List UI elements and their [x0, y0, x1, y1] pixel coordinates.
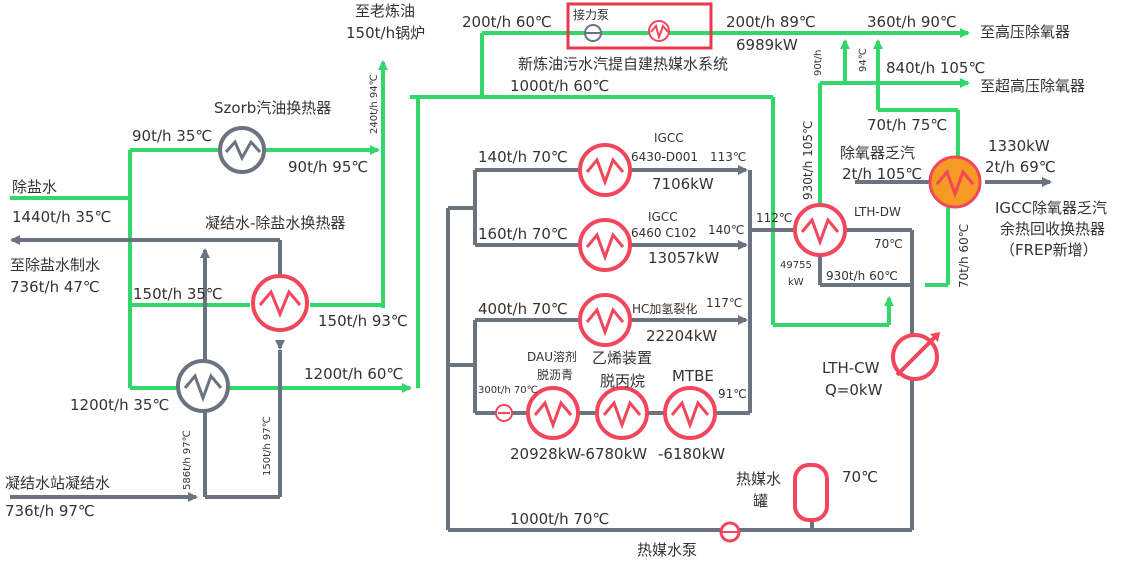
label-flow-300-70: 300t/h 70℃ [478, 385, 538, 396]
label-flow-150-97: 150t/h 97℃ [262, 416, 273, 476]
label-igcc1-name: IGCC [654, 131, 684, 145]
label-depropanizer: 脱丙烷 [600, 372, 645, 390]
label-power-1330: 1330kW [988, 137, 1050, 155]
dau-pump-icon [495, 404, 513, 422]
label-flow-240-94: 240t/h 94℃ [369, 74, 380, 134]
label-igcc2-name: IGCC [648, 210, 678, 224]
label-flow-1000-60: 1000t/h 60℃ [510, 77, 609, 95]
label-flow-736-97: 736t/h 97℃ [5, 502, 95, 520]
booster-pump-icon [584, 24, 602, 42]
label-flow-150-93: 150t/h 93℃ [318, 312, 408, 330]
label-flow-1200-35: 1200t/h 35℃ [70, 396, 169, 414]
label-igcc1-unit: 6430-D001 [631, 150, 698, 164]
label-flow-400-70: 400t/h 70℃ [478, 300, 568, 318]
label-power-6989: 6989kW [736, 36, 798, 54]
label-igcc2-unit: 6460 C102 [631, 226, 697, 240]
hx-igcc-6430 [578, 143, 632, 197]
label-flow-2-69: 2t/h 69℃ [985, 158, 1056, 176]
label-to-hp-deaerator: 至高压除氧器 [980, 23, 1070, 41]
label-ethylene: 乙烯装置 [592, 349, 652, 367]
label-flow-586-97: 586t/h 97℃ [182, 430, 193, 490]
label-szorb-hx: Szorb汽油换热器 [214, 99, 331, 117]
label-flow-930-105: 930t/h 105℃ [801, 121, 815, 200]
label-flow-736-47: 736t/h 47℃ [10, 278, 100, 296]
label-hc-unit: HC加氢裂化 [632, 301, 697, 316]
label-q-zero: Q=0kW [825, 381, 883, 399]
hx-dau [526, 386, 580, 440]
hx-depropanizer [595, 386, 649, 440]
label-flow-930-60: 930t/h 60℃ [826, 269, 898, 283]
label-new-system: 新炼油污水汽提自建热媒水系统 [518, 55, 728, 73]
label-temp-140: 140℃ [708, 223, 744, 237]
cooler-lth-cw [891, 332, 940, 381]
label-flow-1440-35: 1440t/h 35℃ [12, 208, 111, 226]
label-flow-90: 90t/h [813, 50, 824, 76]
label-lth-dw: LTH-DW [854, 205, 901, 219]
label-mtbe: MTBE [672, 367, 714, 385]
hot-water-tank [793, 463, 829, 522]
label-temp-70: 70℃ [874, 237, 903, 251]
booster-hx-icon [648, 20, 670, 42]
label-igcc-hx-line1: IGCC除氧器乏汽 [995, 199, 1107, 217]
label-flow-160-70: 160t/h 70℃ [478, 225, 568, 243]
label-dau-line2: 脱沥青 [537, 367, 573, 382]
green-pipes [10, 28, 970, 393]
label-tank-line1: 热媒水 [736, 470, 781, 488]
label-flow-90-35: 90t/h 35℃ [132, 127, 212, 145]
label-temp-91: 91℃ [718, 387, 747, 401]
label-power-20928: 20928kW [510, 445, 581, 463]
label-flow-1200-60: 1200t/h 60℃ [304, 365, 403, 383]
hx-condensate-demin [251, 274, 309, 332]
hot-water-pump-icon [719, 521, 741, 543]
label-flow-2-105: 2t/h 105℃ [842, 165, 922, 183]
label-hot-water-pump: 热媒水泵 [637, 541, 697, 559]
hx-szorb [218, 126, 266, 174]
label-to-demin-plant: 至除盐水制水 [10, 256, 100, 274]
label-flow-200-60: 200t/h 60℃ [462, 13, 552, 31]
label-flow-70-60: 70t/h 60℃ [957, 224, 971, 288]
label-flow-90-95: 90t/h 95℃ [288, 158, 368, 176]
hx-igcc-deaerator [928, 155, 982, 209]
label-flow-200-89: 200t/h 89℃ [726, 13, 816, 31]
label-booster-pump: 接力泵 [573, 7, 609, 22]
label-dau-line1: DAU溶剂 [527, 349, 577, 364]
label-temp-112: 112℃ [756, 211, 792, 225]
label-power-13057: 13057kW [648, 249, 719, 267]
label-power-neg6180: -6180kW [658, 445, 725, 463]
hx-igcc-6460 [578, 218, 632, 272]
label-temp-94: 94℃ [858, 48, 869, 72]
label-flow-140-70: 140t/h 70℃ [478, 148, 568, 166]
label-flow-70-75: 70t/h 75℃ [867, 116, 947, 134]
label-condensate-hx: 凝结水-除盐水换热器 [205, 214, 345, 232]
label-tank-line2: 罐 [753, 492, 768, 510]
hx-hc [578, 293, 632, 347]
label-flow-150-35: 150t/h 35℃ [133, 285, 223, 303]
label-igcc-hx-line2: 余热回收换热器 [1000, 220, 1105, 238]
text-labels: 至老炼油 150t/h锅炉 200t/h 60℃ 接力泵 200t/h 89℃ … [5, 2, 1107, 559]
label-power-49755-b: kW [788, 277, 804, 288]
label-power-22204: 22204kW [646, 327, 717, 345]
label-temp-117: 117℃ [706, 296, 742, 310]
label-tank-temp: 70℃ [842, 468, 878, 486]
hx-mtbe [663, 386, 717, 440]
label-igcc-hx-line3: （FREP新增） [1000, 241, 1098, 259]
label-temp-113: 113℃ [710, 150, 746, 164]
label-power-7106: 7106kW [652, 175, 714, 193]
label-power-neg6780: -6780kW [580, 445, 647, 463]
label-condensate-station: 凝结水站凝结水 [5, 474, 110, 492]
label-to-old-refinery: 至老炼油 [355, 2, 415, 20]
hx-lth-dw [793, 203, 847, 257]
label-flow-840-105: 840t/h 105℃ [886, 59, 985, 77]
booster-pump-highlight [566, 2, 713, 50]
hx-demin-1200 [176, 359, 230, 413]
label-flow-1000-70: 1000t/h 70℃ [510, 510, 609, 528]
label-boiler-150: 150t/h锅炉 [346, 24, 425, 42]
label-to-uhp-deaerator: 至超高压除氧器 [980, 77, 1085, 95]
label-flow-360-90: 360t/h 90℃ [867, 13, 957, 31]
label-power-49755-a: 49755 [780, 260, 812, 271]
label-deaerator-steam: 除氧器乏汽 [840, 144, 915, 162]
label-demin-water: 除盐水 [12, 178, 57, 196]
label-lth-cw: LTH-CW [822, 359, 880, 377]
